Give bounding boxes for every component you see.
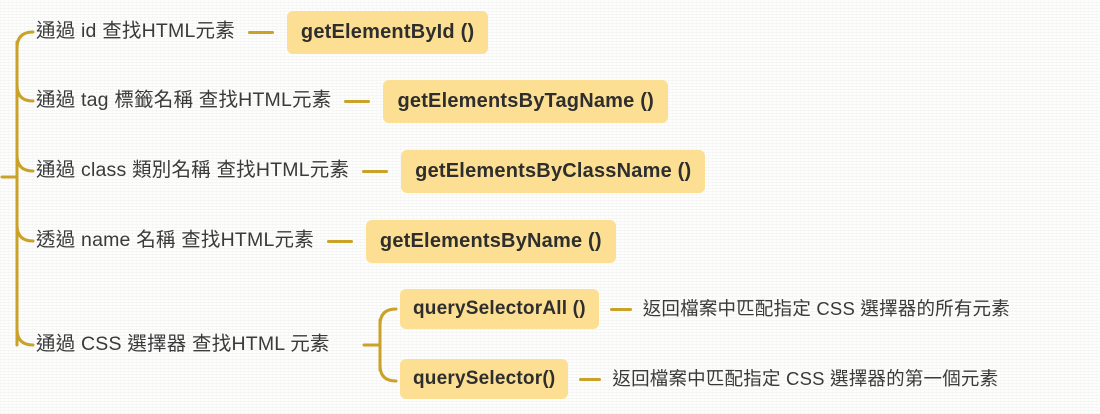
branch-label-id: 通過 id 查找HTML元素 <box>36 20 235 43</box>
connector-dash-icon <box>326 239 353 243</box>
branch-row-get-elements-by-tag-name[interactable]: 通過 tag 標籤名稱 查找HTML元素 getElementsByTagNam… <box>36 79 668 123</box>
css-sub-curve-qsa <box>378 307 398 327</box>
branch-row-get-elements-by-name[interactable]: 透過 name 名稱 查找HTML元素 getElementsByName () <box>36 219 616 263</box>
branch-row-get-elements-by-class-name[interactable]: 通過 class 類別名稱 查找HTML元素 getElementsByClas… <box>36 149 706 193</box>
connector-dash-icon <box>247 30 274 34</box>
method-badge-query-selector[interactable]: querySelector() <box>400 359 569 399</box>
css-sub-curve-qs <box>378 363 398 383</box>
branch-row-css-selector[interactable]: 通過 CSS 選擇器 查找HTML 元素 <box>36 328 330 362</box>
branch-curve-class <box>15 153 35 173</box>
branch-curve-css <box>15 327 35 347</box>
method-badge-get-element-by-id[interactable]: getElementById () <box>286 10 489 54</box>
branch-curve-name <box>15 223 35 243</box>
branch-curve-tag <box>15 83 35 103</box>
branch-row-get-element-by-id[interactable]: 通過 id 查找HTML元素 getElementById () <box>36 10 489 54</box>
connector-dash-icon <box>362 169 389 173</box>
branch-label-class: 通過 class 類別名稱 查找HTML元素 <box>36 159 350 182</box>
description-query-selector-all: 返回檔案中匹配指定 CSS 選擇器的所有元素 <box>642 297 1010 319</box>
branch-row-query-selector-all[interactable]: querySelectorAll () 返回檔案中匹配指定 CSS 選擇器的所有… <box>400 289 1010 329</box>
connector-dash-icon <box>579 377 602 381</box>
connector-dash-icon <box>609 307 632 311</box>
branch-label-name: 透過 name 名稱 查找HTML元素 <box>36 229 314 252</box>
description-query-selector: 返回檔案中匹配指定 CSS 選擇器的第一個元素 <box>612 367 999 389</box>
method-badge-get-elements-by-class-name[interactable]: getElementsByClassName () <box>401 149 706 193</box>
method-badge-get-elements-by-name[interactable]: getElementsByName () <box>365 219 616 263</box>
branch-label-css-selector: 通過 CSS 選擇器 查找HTML 元素 <box>36 333 330 356</box>
method-badge-get-elements-by-tag-name[interactable]: getElementsByTagName () <box>383 79 668 123</box>
branch-label-tag: 通過 tag 標籤名稱 查找HTML元素 <box>36 89 332 112</box>
branch-curve-id <box>15 30 35 50</box>
method-badge-query-selector-all[interactable]: querySelectorAll () <box>400 289 599 329</box>
branch-row-query-selector[interactable]: querySelector() 返回檔案中匹配指定 CSS 選擇器的第一個元素 <box>400 359 999 399</box>
connector-dash-icon <box>344 99 371 103</box>
